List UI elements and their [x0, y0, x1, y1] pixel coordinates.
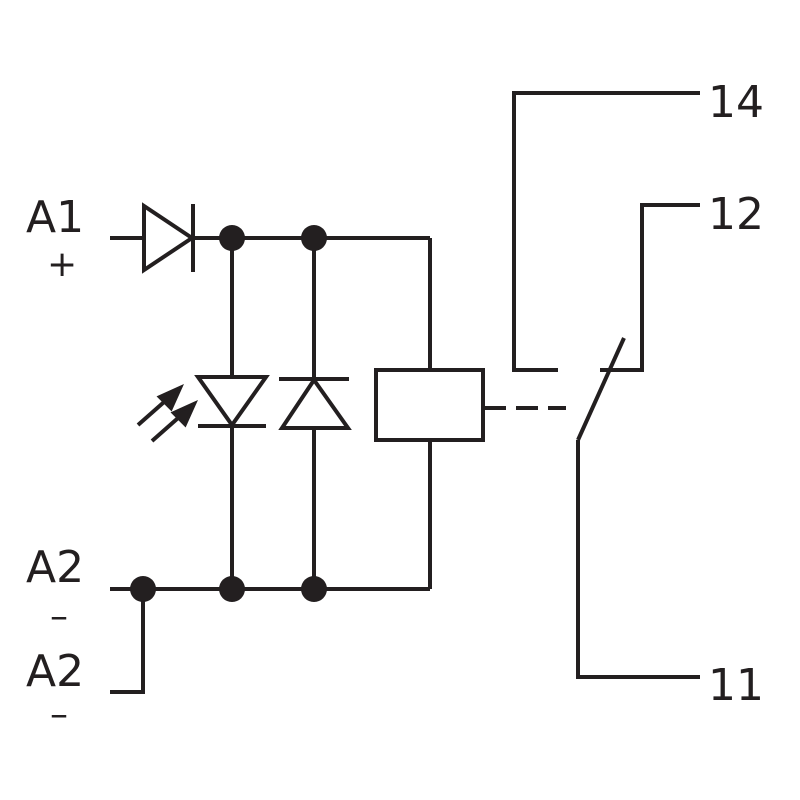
terminal-a1-sign: +: [47, 244, 77, 285]
freewheel-diode-icon: [278, 376, 352, 430]
terminal-a1-label: A1: [26, 192, 84, 243]
a2-bridge-wire: [110, 589, 145, 694]
terminal-a2b-sign: –: [50, 694, 68, 735]
junction-dot: [219, 225, 245, 251]
junction-dot: [301, 225, 327, 251]
terminal-a2b-label: A2: [26, 646, 84, 697]
relay-coil-icon: [374, 368, 485, 442]
diode-icon: [142, 202, 196, 274]
terminal-11-label: 11: [708, 660, 764, 711]
terminal-a2-sign: –: [50, 596, 68, 637]
junction-dot: [130, 576, 156, 602]
changeover-contact-icon: [512, 91, 700, 679]
terminal-14-label: 14: [708, 77, 764, 128]
contact-blade: [576, 337, 626, 441]
junction-dot: [219, 576, 245, 602]
terminal-12-wire: [600, 203, 700, 372]
terminal-14-wire: [512, 91, 700, 372]
terminal-a2-label: A2: [26, 542, 84, 593]
junction-dot: [301, 576, 327, 602]
led-icon: [194, 375, 270, 429]
light-arrows-icon: [136, 384, 198, 443]
terminal-11-wire: [576, 440, 700, 679]
terminal-12-label: 12: [708, 189, 764, 240]
